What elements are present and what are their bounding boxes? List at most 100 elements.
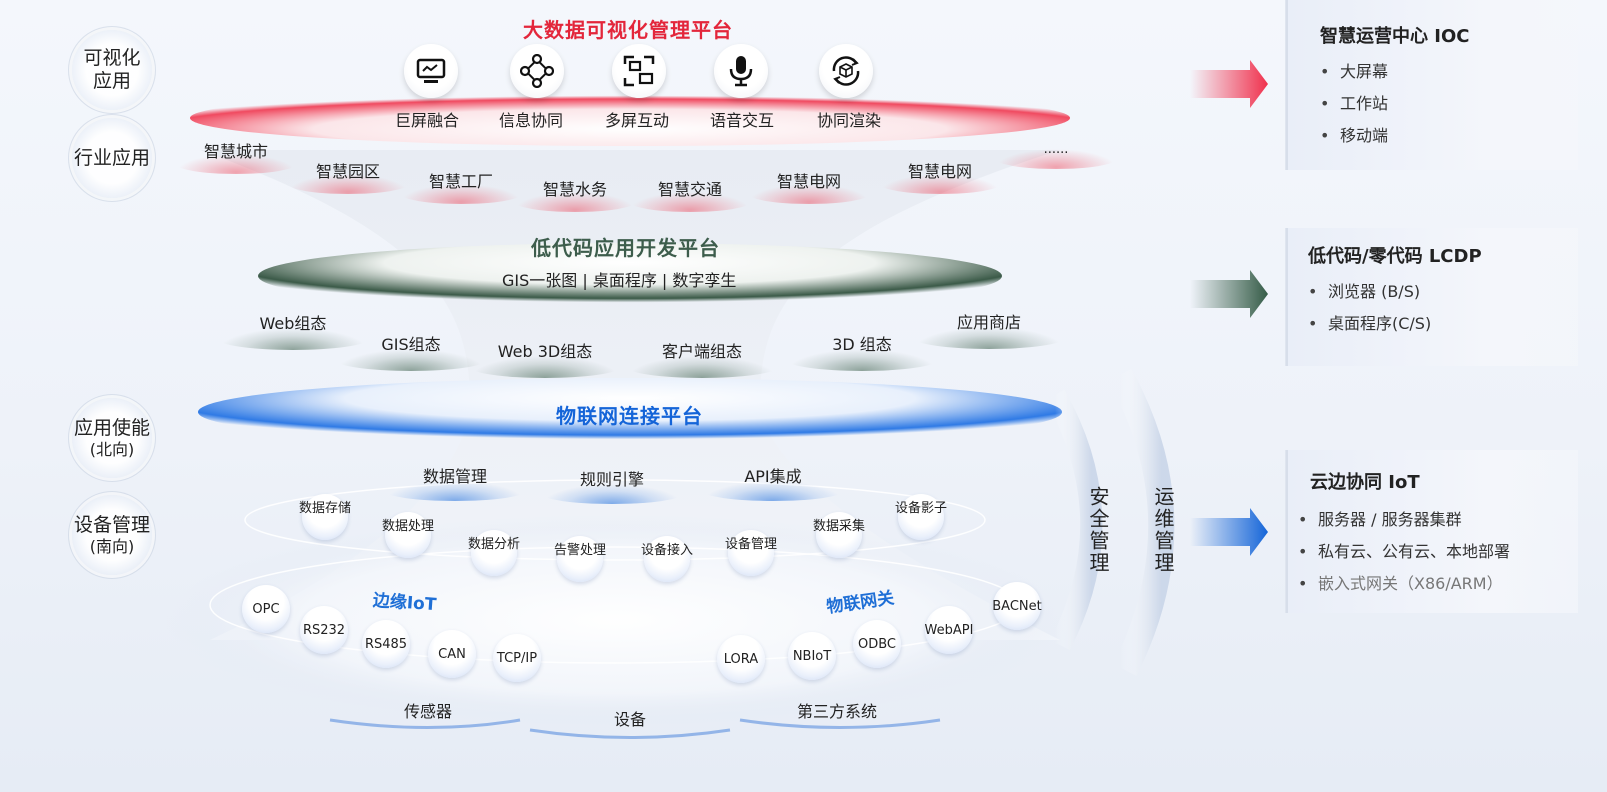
lcdp-card-item: 桌面程序(C/S) [1308, 310, 1578, 334]
industry-item: 智慧城市 [176, 138, 296, 174]
gateway-protocol-node: ODBC [853, 620, 901, 668]
lowcode-component-label: 客户端组态 [661, 342, 742, 361]
edge-iot-title: 边缘IoT [372, 590, 438, 616]
bottom-label-third-party: 第三方系统 [797, 702, 878, 721]
iot-module-label: API集成 [744, 467, 802, 486]
ioc-card-title: 智慧运营中心 IOC [1320, 26, 1470, 47]
lowcode-component-label: 3D 组态 [832, 335, 892, 354]
iot-function-label: 数据存储 [299, 500, 352, 516]
side-label-visual-line1: 可视化 [83, 47, 141, 69]
side-label-visual-apps: 可视化 应用 [72, 30, 152, 110]
lowcode-component: 应用商店 [914, 309, 1064, 349]
gateway-protocol-label: BACNet [992, 598, 1042, 614]
iot-function-node: 告警处理 [554, 536, 607, 582]
industry-item: 智慧工厂 [401, 168, 521, 204]
lowcode-component-label: GIS组态 [381, 335, 441, 354]
iot-function-node: 数据处理 [382, 512, 435, 558]
industry-item: 智慧水务 [515, 176, 635, 212]
iot-module-label: 规则引擎 [579, 470, 644, 489]
ioc-card-item: 大屏幕 [1320, 58, 1578, 82]
iot-function-node: 数据采集 [813, 512, 866, 558]
industry-item-label: 智慧交通 [657, 180, 722, 199]
gateway-protocol-node: WebAPI [925, 606, 973, 654]
gateway-protocol-node: BACNet [992, 582, 1042, 630]
iot-function-node: 设备管理 [725, 530, 777, 576]
edge-protocol-node: RS485 [362, 620, 410, 668]
monitor-icon-box [404, 44, 458, 98]
iot-function-label: 数据采集 [813, 518, 866, 534]
gateway-protocol-label: WebAPI [924, 622, 974, 638]
iot-function-node: 数据分析 [468, 530, 520, 576]
iot-card-item: 嵌入式网关（X86/ARM） [1298, 570, 1578, 594]
gateway-protocol-label: NBIoT [792, 648, 832, 664]
industry-item: 智慧园区 [288, 158, 408, 194]
lowcode-platform-subtitle: GIS一张图 | 桌面程序 | 数字孪生 [502, 271, 737, 290]
iot-card-title: 云边协同 IoT [1310, 472, 1420, 493]
iot-card-item: 服务器 / 服务器集群 [1298, 506, 1578, 530]
lcdp-card-item: 浏览器 (B/S) [1308, 278, 1578, 302]
edge-protocol-node: RS232 [300, 606, 348, 654]
edge-protocol-label: RS485 [364, 636, 408, 652]
industry-item-label: 智慧电网 [776, 172, 841, 191]
visual-item-label: 巨屏融合 [394, 111, 460, 130]
iot-function-label: 设备影子 [895, 500, 948, 516]
bottom-label-device: 设备 [614, 710, 647, 729]
industry-item-label: 智慧工厂 [428, 172, 493, 191]
lowcode-component: Web组态 [218, 310, 368, 350]
iot-module-label: 数据管理 [422, 467, 487, 486]
side-label-industry-text: 行业应用 [73, 146, 150, 169]
lowcode-component-label: Web 3D组态 [497, 342, 593, 361]
iot-function-label: 告警处理 [554, 542, 607, 558]
cube-render-icon-box [819, 44, 873, 98]
lowcode-component-label: 应用商店 [956, 313, 1021, 332]
industry-item-label: ...... [1043, 142, 1069, 157]
cube-render-icon [832, 56, 860, 86]
industry-item-label: 智慧园区 [315, 162, 380, 181]
ioc-card-item: 工作站 [1320, 90, 1578, 114]
edge-protocol-node: OPC [242, 585, 290, 633]
monitor-icon [416, 58, 446, 83]
industry-item: 智慧电网 [880, 158, 1000, 194]
lcdp-card-title: 低代码/零代码 LCDP [1308, 246, 1482, 267]
ioc-card: 智慧运营中心 IOC 大屏幕 工作站 移动端 [1286, 0, 1578, 170]
lcdp-card: 低代码/零代码 LCDP 浏览器 (B/S) 桌面程序(C/S) [1286, 228, 1578, 366]
iot-function-node: 数据存储 [299, 494, 352, 540]
iot-module: 规则引擎 [542, 466, 682, 504]
bottom-label-sensor: 传感器 [404, 702, 453, 721]
lowcode-component: GIS组态 [336, 331, 486, 371]
gateway-protocol-node: NBIoT [788, 632, 836, 680]
network-icon [520, 54, 554, 88]
industry-item: ...... [996, 142, 1116, 169]
visual-item-label: 协同渲染 [816, 111, 882, 130]
gateway-protocol-label: LORA [723, 651, 759, 667]
edge-protocol-node: TCP/IP [493, 634, 541, 682]
iot-function-label: 设备接入 [641, 542, 694, 558]
side-label-industry-apps: 行业应用 [72, 118, 152, 198]
edge-protocol-label: TCP/IP [496, 650, 538, 666]
visual-item-label: 语音交互 [709, 111, 775, 130]
iot-function-label: 数据处理 [382, 518, 435, 534]
side-label-visual-line2: 应用 [92, 70, 131, 92]
side-label-enable-sub: (北向) [89, 439, 135, 459]
lowcode-component: 客户端组态 [627, 338, 777, 378]
edge-protocol-label: CAN [438, 646, 466, 662]
visual-item-label: 多屏互动 [604, 111, 670, 130]
iot-module: 数据管理 [385, 463, 525, 501]
iot-function-node: 设备影子 [895, 494, 948, 540]
side-label-device-mgmt: 设备管理 (南向) [72, 495, 152, 575]
edge-protocol-node: CAN [428, 630, 476, 678]
ioc-card-item: 移动端 [1320, 122, 1578, 146]
edge-protocol-label: RS232 [302, 622, 346, 638]
microphone-icon [729, 56, 753, 87]
industry-item-label: 智慧水务 [542, 180, 607, 199]
ops-management-label: 运维管理 [1151, 486, 1175, 574]
iot-module: API集成 [703, 463, 843, 501]
security-management-label: 安全管理 [1086, 486, 1110, 574]
iot-platform-title: 物联网连接平台 [556, 404, 703, 428]
visual-platform-title: 大数据可视化管理平台 [523, 18, 733, 42]
side-label-device-main: 设备管理 [73, 513, 150, 536]
iot-card-item: 私有云、公有云、本地部署 [1298, 538, 1578, 562]
gateway-protocol-node: LORA [717, 635, 765, 683]
iot-card: 云边协同 IoT 服务器 / 服务器集群 私有云、公有云、本地部署 嵌入式网关（… [1286, 450, 1578, 613]
lowcode-component: Web 3D组态 [470, 338, 620, 378]
